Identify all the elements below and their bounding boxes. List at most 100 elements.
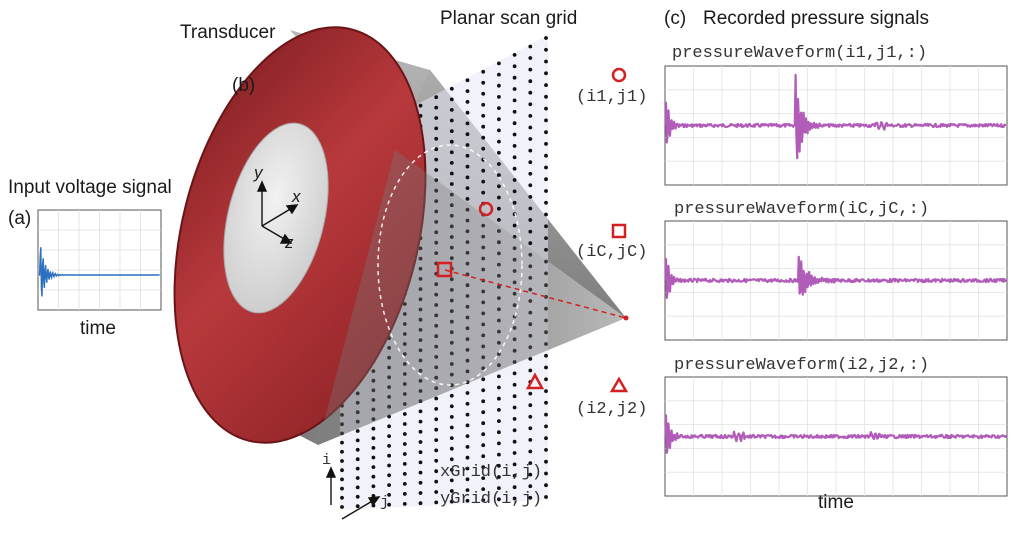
- scan-grid-dot: [528, 241, 533, 246]
- scan-grid-dot: [434, 334, 439, 339]
- scan-grid-dot: [481, 476, 486, 480]
- grid-index-arrows: [325, 466, 381, 520]
- scan-grid-dot: [512, 382, 517, 387]
- point-3-label: (i2,j2): [576, 400, 648, 419]
- scan-grid-dot: [481, 333, 486, 338]
- beam-focus-point: [623, 315, 629, 321]
- grid-i-label: i: [322, 452, 332, 469]
- scan-grid-dot: [387, 414, 391, 419]
- scan-grid-dot: [528, 183, 533, 188]
- scan-grid-dot: [434, 375, 439, 380]
- scan-grid-dot: [481, 432, 486, 437]
- scan-grid-dot: [387, 424, 391, 429]
- scan-grid-dot: [449, 150, 454, 155]
- scan-grid-dot: [340, 440, 344, 445]
- recorded-signals-label: Recorded pressure signals: [703, 8, 930, 29]
- scan-grid-dot: [418, 307, 423, 312]
- scan-grid-dot: [512, 87, 517, 91]
- scan-grid-dot: [465, 110, 470, 115]
- transducer-label: Transducer: [180, 22, 276, 43]
- scan-grid-dot: [481, 124, 486, 129]
- scan-grid-dot: [418, 317, 423, 322]
- scan-grid-dot: [355, 494, 360, 499]
- scan-grid-dot: [449, 468, 454, 472]
- scan-grid-dot: [512, 257, 517, 262]
- scan-grid-dot: [497, 195, 501, 200]
- scan-grid-dot: [465, 100, 470, 104]
- scan-grid-dot: [418, 348, 423, 353]
- scan-grid-dot: [371, 436, 376, 441]
- scan-grid-dot: [355, 504, 360, 509]
- scan-grid-dot: [465, 488, 470, 492]
- scan-grid-dot: [544, 177, 548, 182]
- axis-x-label: x: [292, 187, 301, 206]
- scan-grid-dot: [481, 102, 486, 107]
- signal-3-title: pressureWaveform(i2,j2,:): [674, 356, 930, 375]
- scan-grid-dot: [371, 426, 376, 431]
- scan-grid-dot: [434, 126, 439, 131]
- scan-grid-dot: [481, 135, 486, 140]
- scan-grid-dot: [481, 190, 486, 195]
- scan-grid-dot: [544, 389, 548, 393]
- scan-grid-dot: [449, 404, 454, 409]
- scan-grid-dot: [497, 385, 501, 390]
- scan-grid-dot: [528, 137, 533, 141]
- scan-grid-dot: [481, 300, 486, 305]
- scan-grid-dot: [528, 345, 533, 350]
- scan-grid-dot: [481, 80, 486, 85]
- scan-grid-label: Planar scan grid: [440, 8, 578, 29]
- scan-grid-dot: [434, 427, 439, 432]
- time-axis-label-a: time: [80, 318, 116, 339]
- scan-grid-dot: [544, 247, 548, 252]
- scan-grid-dot: [434, 417, 439, 422]
- scan-grid-dot: [497, 497, 501, 502]
- scan-grid-dot: [481, 366, 486, 371]
- scan-grid-dot: [528, 67, 533, 72]
- scan-grid-dot: [481, 377, 486, 382]
- scan-grid-dot: [449, 129, 454, 134]
- scan-grid-dot: [544, 365, 548, 370]
- scan-grid-dot: [481, 223, 486, 228]
- scan-grid-dot: [544, 306, 548, 311]
- scan-grid-dot: [465, 412, 470, 417]
- scan-grid-dot: [512, 394, 517, 399]
- legend-square-marker: [611, 223, 627, 239]
- scan-grid-dot: [512, 269, 517, 273]
- scan-grid-dot: [512, 462, 517, 467]
- scan-grid-dot: [418, 338, 423, 342]
- scan-grid-dot: [544, 259, 548, 264]
- scan-grid-dot: [497, 117, 501, 122]
- legend-circle-marker: [611, 67, 627, 83]
- scan-grid-dot: [512, 360, 517, 364]
- scan-grid-dot: [528, 333, 533, 338]
- panel-b-label: (b): [232, 75, 256, 96]
- scan-grid-dot: [544, 130, 548, 135]
- scan-grid-dot: [418, 501, 423, 506]
- scan-grid-dot: [481, 355, 486, 360]
- grid-marker-circle: [478, 201, 494, 217]
- scan-grid-dot: [387, 404, 391, 409]
- scan-grid-dot: [402, 412, 407, 416]
- scan-grid-dot: [402, 352, 407, 356]
- scan-grid-dot: [512, 75, 517, 80]
- scan-grid-dot: [497, 139, 501, 144]
- scan-grid-dot: [512, 109, 517, 114]
- scan-grid-dot: [449, 457, 454, 462]
- scan-grid-dot: [544, 377, 548, 382]
- point-1-label: (i1,j1): [576, 88, 648, 107]
- scan-grid-dot: [355, 457, 360, 462]
- scan-grid-dot: [465, 250, 470, 255]
- scan-grid-dot: [418, 429, 423, 434]
- scan-grid-dot: [418, 470, 423, 475]
- scan-grid-dot: [387, 375, 391, 380]
- legend-triangle-marker: [609, 376, 629, 393]
- scan-grid-dot: [465, 391, 470, 395]
- scan-grid-dot: [418, 399, 423, 404]
- scan-grid-dot: [340, 431, 344, 436]
- scan-grid-dot: [434, 500, 439, 505]
- scan-grid-dot: [434, 365, 439, 370]
- scan-grid-dot: [371, 465, 376, 469]
- scan-grid-dot: [465, 326, 470, 331]
